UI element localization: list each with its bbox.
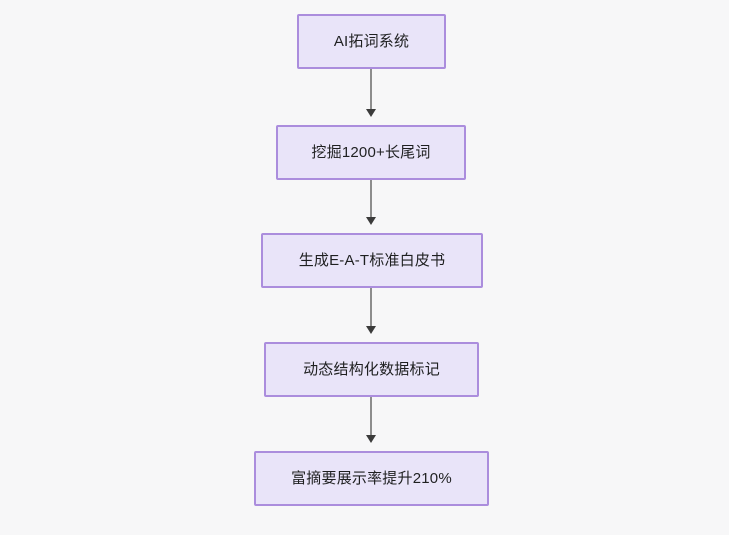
flowchart-node-n5[interactable]: 富摘要展示率提升210% xyxy=(254,451,489,506)
flowchart-node-n2[interactable]: 挖掘1200+长尾词 xyxy=(276,125,466,180)
connector-n4-n5 xyxy=(370,397,372,436)
arrowhead-n4-n5 xyxy=(366,435,376,443)
flowchart-node-n4[interactable]: 动态结构化数据标记 xyxy=(264,342,479,397)
flowchart-node-n1[interactable]: AI拓词系统 xyxy=(297,14,446,69)
connector-n1-n2 xyxy=(370,69,372,110)
node-label-n5: 富摘要展示率提升210% xyxy=(291,470,452,487)
arrowhead-n2-n3 xyxy=(366,217,376,225)
connector-n3-n4 xyxy=(370,288,372,327)
arrowhead-n1-n2 xyxy=(366,109,376,117)
arrowhead-n3-n4 xyxy=(366,326,376,334)
connector-n2-n3 xyxy=(370,180,372,218)
flowchart-node-n3[interactable]: 生成E-A-T标准白皮书 xyxy=(261,233,483,288)
node-label-n1: AI拓词系统 xyxy=(333,33,410,50)
node-label-n4: 动态结构化数据标记 xyxy=(303,361,440,378)
node-label-n2: 挖掘1200+长尾词 xyxy=(311,144,431,161)
node-label-n3: 生成E-A-T标准白皮书 xyxy=(298,252,446,269)
